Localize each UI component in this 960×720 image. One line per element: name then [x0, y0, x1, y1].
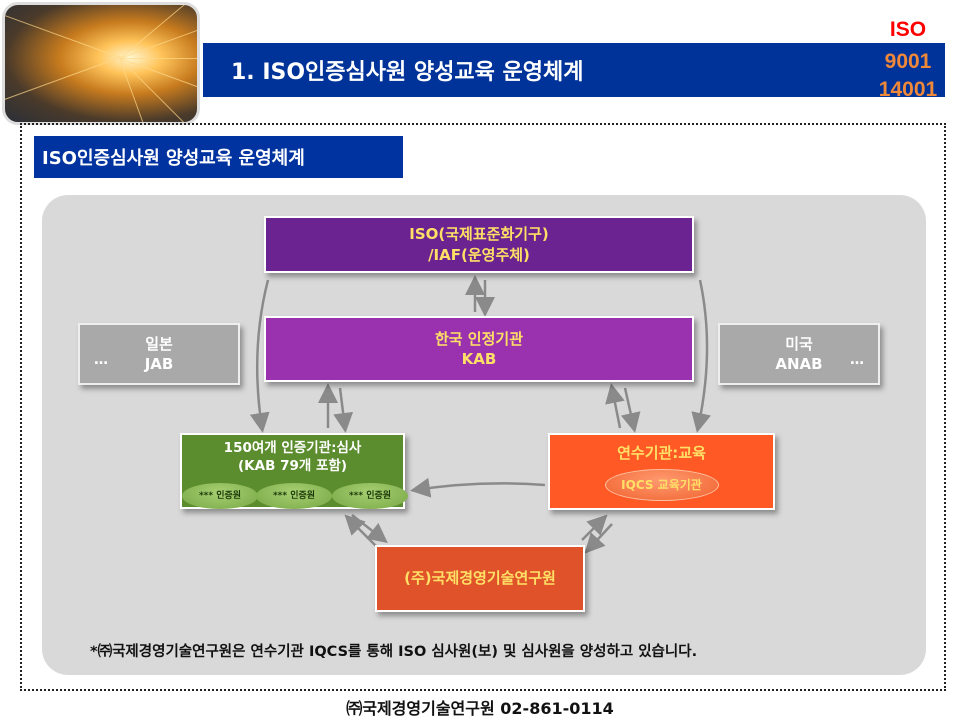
cert-line1: 150여개 인증기관:심사: [223, 440, 362, 456]
kab-box: 한국 인정기관 KAB: [264, 316, 694, 382]
jab-dots: …: [94, 352, 108, 368]
anab-dots: …: [850, 352, 864, 368]
page-title: 1. ISO인증심사원 양성교육 운영체계: [203, 43, 945, 97]
anab-line2: ANAB: [775, 355, 823, 373]
usa-anab-box: 미국 ANAB …: [718, 323, 880, 385]
arrow-iso-to-cert: [249, 279, 270, 433]
header-photo: [2, 2, 200, 125]
cert-member: *** 인증원: [256, 483, 332, 509]
arrow-training-to-cert: [410, 477, 546, 498]
iso-14001-label: 14001: [878, 78, 938, 101]
section-subtitle: ISO인증심사원 양성교육 운영체계: [34, 136, 403, 178]
cert-member: *** 인증원: [332, 483, 408, 509]
arrow-training-to-kab: [605, 383, 625, 429]
jab-line2: JAB: [144, 355, 174, 373]
arrow-iso-to-training: [691, 279, 711, 433]
japan-jab-box: 일본 JAB …: [78, 323, 240, 385]
arrow-kab-to-cert: [333, 387, 354, 433]
iso-iaf-box: ISO(국제표준화기구) /IAF(운영주체): [264, 216, 694, 273]
cert-member: *** 인증원: [182, 483, 258, 509]
training-institution-box: 연수기관:교육 IQCS 교육기관: [548, 433, 775, 510]
jab-line1: 일본: [145, 334, 173, 353]
iso-line2: /IAF(운영주체): [428, 245, 530, 264]
arrow-cert-to-institute: [351, 514, 388, 544]
training-title: 연수기관:교육: [617, 444, 706, 462]
footer-contact: ㈜국제경영기술연구원 02-861-0114: [346, 699, 614, 718]
cert-bodies-box: 150여개 인증기관:심사 (KAB 79개 포함) *** 인증원 *** 인…: [180, 433, 408, 509]
arrow-kab-to-training: [620, 387, 641, 433]
arrow-training-to-institute: [584, 523, 613, 554]
anab-line1: 미국: [785, 334, 813, 353]
institute-box: (주)국제경영기술연구원: [375, 545, 585, 612]
iso-9001-label: 9001: [884, 50, 932, 73]
kab-line1: 한국 인정기관: [434, 329, 524, 348]
footnote: *㈜국제경영기술연구원은 연수기관 IQCS를 통해 ISO 심사원(보) 및 …: [90, 644, 698, 660]
iso-line1: ISO(국제표준화기구): [409, 225, 549, 244]
iqcs-badge: IQCS 교육기관: [604, 469, 719, 502]
content-frame: [20, 123, 946, 691]
kab-line2: KAB: [461, 350, 497, 368]
iso-label: ISO: [889, 18, 927, 41]
cert-line2: (KAB 79개 포함): [238, 458, 347, 475]
